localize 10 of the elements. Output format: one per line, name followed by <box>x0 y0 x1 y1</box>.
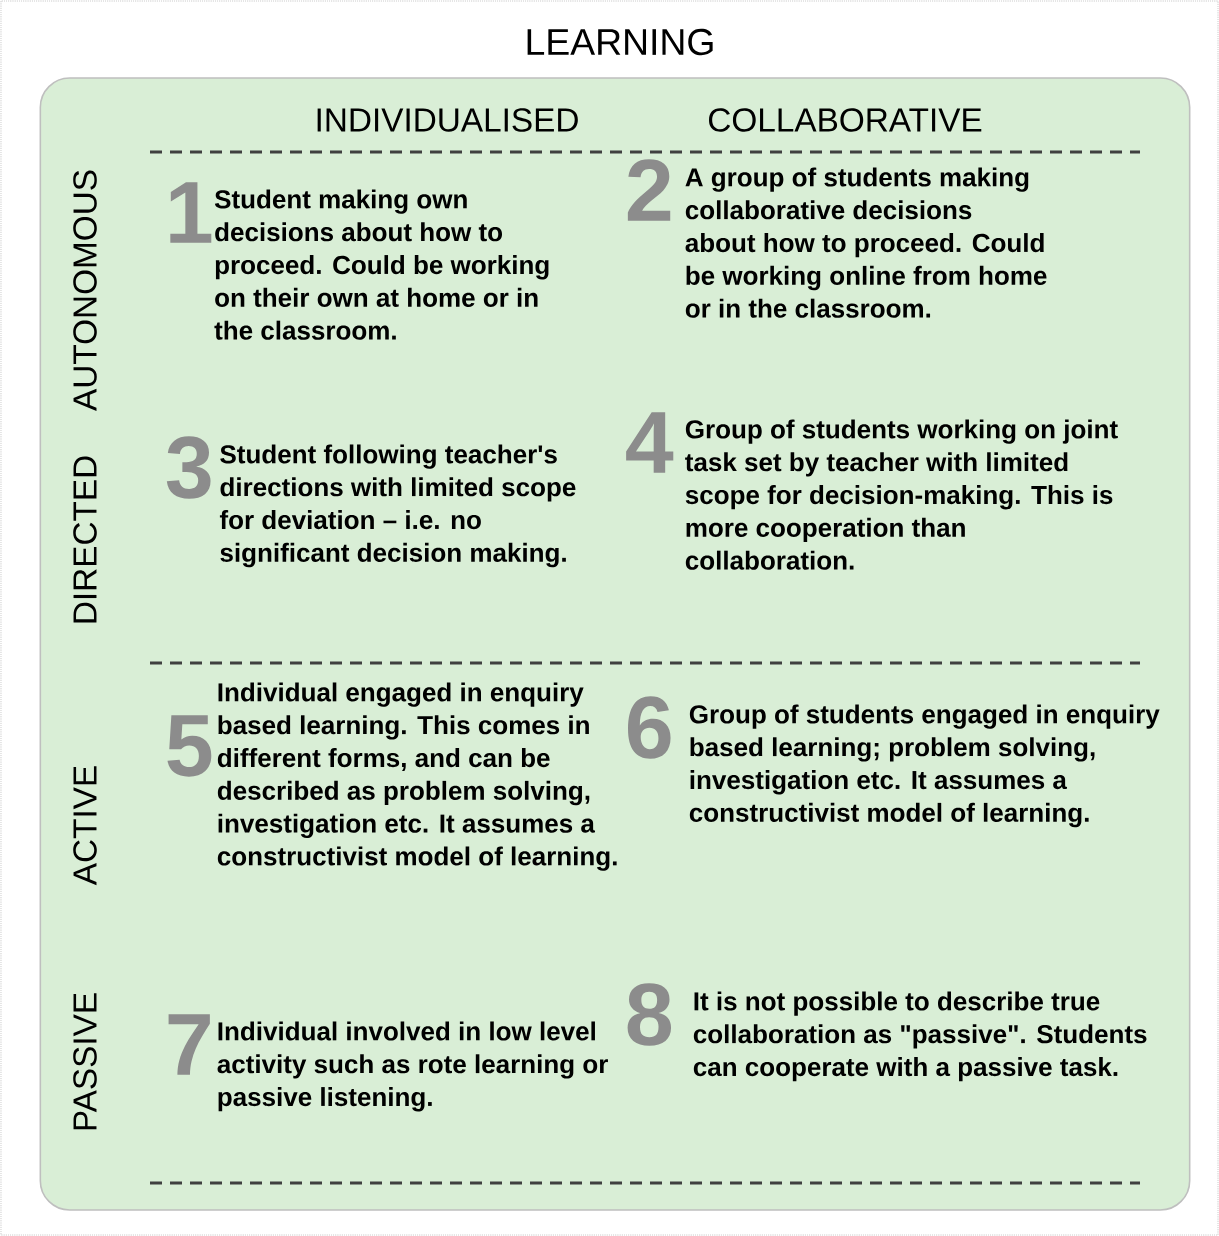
column-header: INDIVIDUALISED <box>317 108 578 132</box>
row-header: ACTIVE <box>73 766 97 886</box>
numbered-cell: 6 Group of students engaged in enquiry based learning; problem solving, investigation etc. It assumes a constructivist model of learning. <box>628 696 1160 828</box>
row-header: PASSIVE <box>73 993 97 1130</box>
numbered-cell: 5 Individual engaged in enquiry based learning. This comes in different forms, and can be described as problem solving, investigation etc. It assumes a constructivist model of learning. <box>167 682 617 871</box>
numbered-cell: 8 It is not possible to describe true collaboration as "passive". Students can cooperate with a passive task. <box>627 983 1147 1082</box>
title: LEARNING <box>527 28 713 56</box>
row-header: AUTONOMOUS <box>73 170 97 411</box>
row-header: DIRECTED <box>73 456 97 623</box>
column-header: COLLABORATIVE <box>709 108 982 132</box>
